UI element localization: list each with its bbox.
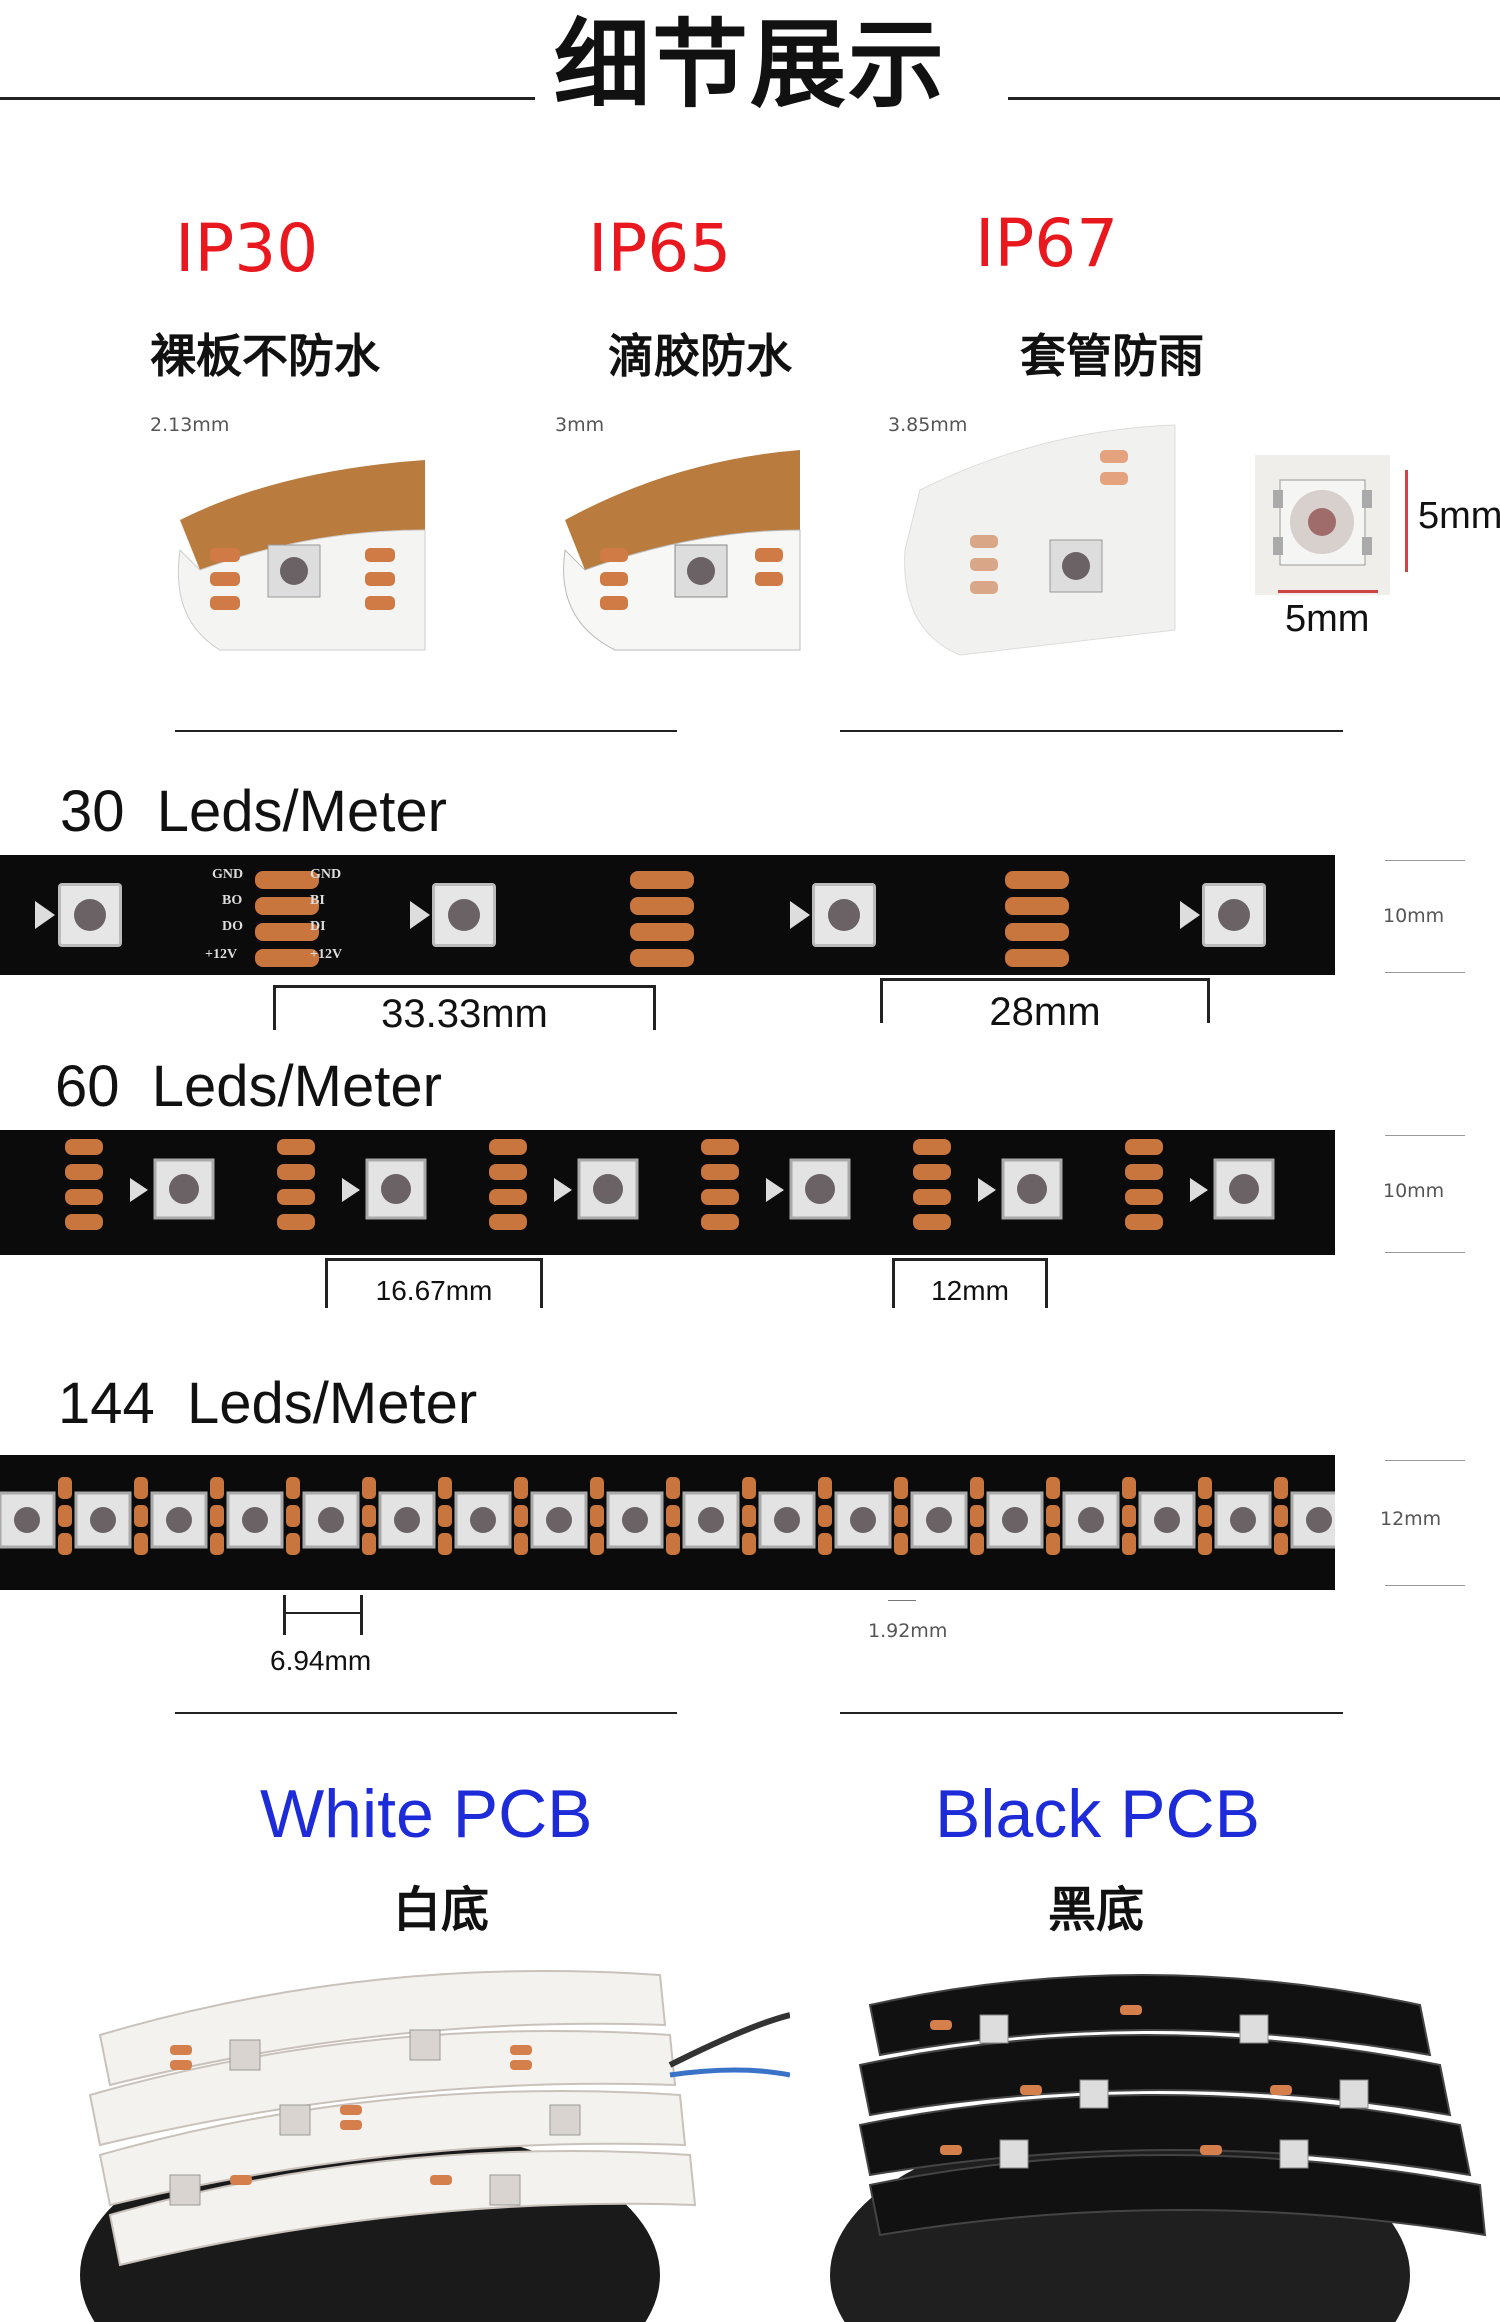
strip-30: GND BO DO +12V GND BI DI +12V [0,855,1335,975]
chip-height-marker [1405,470,1408,572]
white-pcb-sub: 白底 [393,1882,490,1938]
strip-30-label: 30 Leds/Meter [60,779,447,844]
pin-do: DO [222,919,243,934]
chip-width-marker [1278,590,1378,593]
strip-60-pad-gap: 12mm [931,1275,1009,1306]
ip30-label: IP30 [175,210,319,287]
ip65-label: IP65 [588,210,732,287]
strip-30-pad-gap: 28mm [989,990,1101,1034]
header-rule-right [1008,97,1500,100]
divider-2-right [840,1712,1343,1714]
pin-bi: BI [310,893,325,908]
strip-144 [0,1455,1335,1590]
ip65-desc: 滴胶防水 [608,329,792,383]
strip-30-spacing: 33.33mm [381,992,548,1036]
ip67-label: IP67 [975,205,1119,282]
strip-60-spacing: 16.67mm [375,1275,493,1306]
page-title: 细节展示 [554,9,946,121]
strip-60-width: 10mm [1383,1180,1445,1202]
white-pcb-title: White PCB [260,1776,593,1852]
pin-12v-left: +12V [205,947,238,962]
white-pcb-reel-image [80,1970,790,2322]
header-rule-left [0,97,535,100]
pin-di: DI [310,919,326,934]
ip67-thickness: 3.85mm [888,414,968,436]
chip-width-label: 5mm [1285,598,1370,640]
black-pcb-sub: 黑底 [1048,1882,1145,1938]
ip30-thickness: 2.13mm [150,414,230,436]
ip65-strip-image [563,450,801,651]
led-chip-image [1255,455,1390,595]
pin-12v-right: +12V [310,947,343,962]
divider-1-left [175,730,677,732]
ip67-strip-image [904,424,1176,656]
ip67-desc: 套管防雨 [1020,329,1204,383]
pin-gnd-left: GND [212,867,244,882]
divider-1-right [840,730,1343,732]
pin-gnd-right: GND [310,867,342,882]
strip-144-width: 12mm [1380,1508,1442,1530]
strip-144-label: 144 Leds/Meter [58,1371,478,1436]
ip30-strip-image [177,460,426,651]
black-pcb-reel-image [830,1974,1487,2322]
strip-144-spacing: 6.94mm [270,1645,372,1676]
pin-bo: BO [222,893,243,908]
ip30-desc: 裸板不防水 [150,329,380,383]
strip-60 [0,1130,1335,1255]
divider-2-left [175,1712,677,1714]
black-pcb-title: Black PCB [935,1776,1260,1852]
strip-30-width: 10mm [1383,905,1445,927]
chip-height-label: 5mm [1418,495,1500,537]
strip-60-label: 60 Leds/Meter [55,1054,442,1119]
ip65-thickness: 3mm [555,414,605,436]
strip-144-pad-gap: 1.92mm [868,1620,948,1642]
